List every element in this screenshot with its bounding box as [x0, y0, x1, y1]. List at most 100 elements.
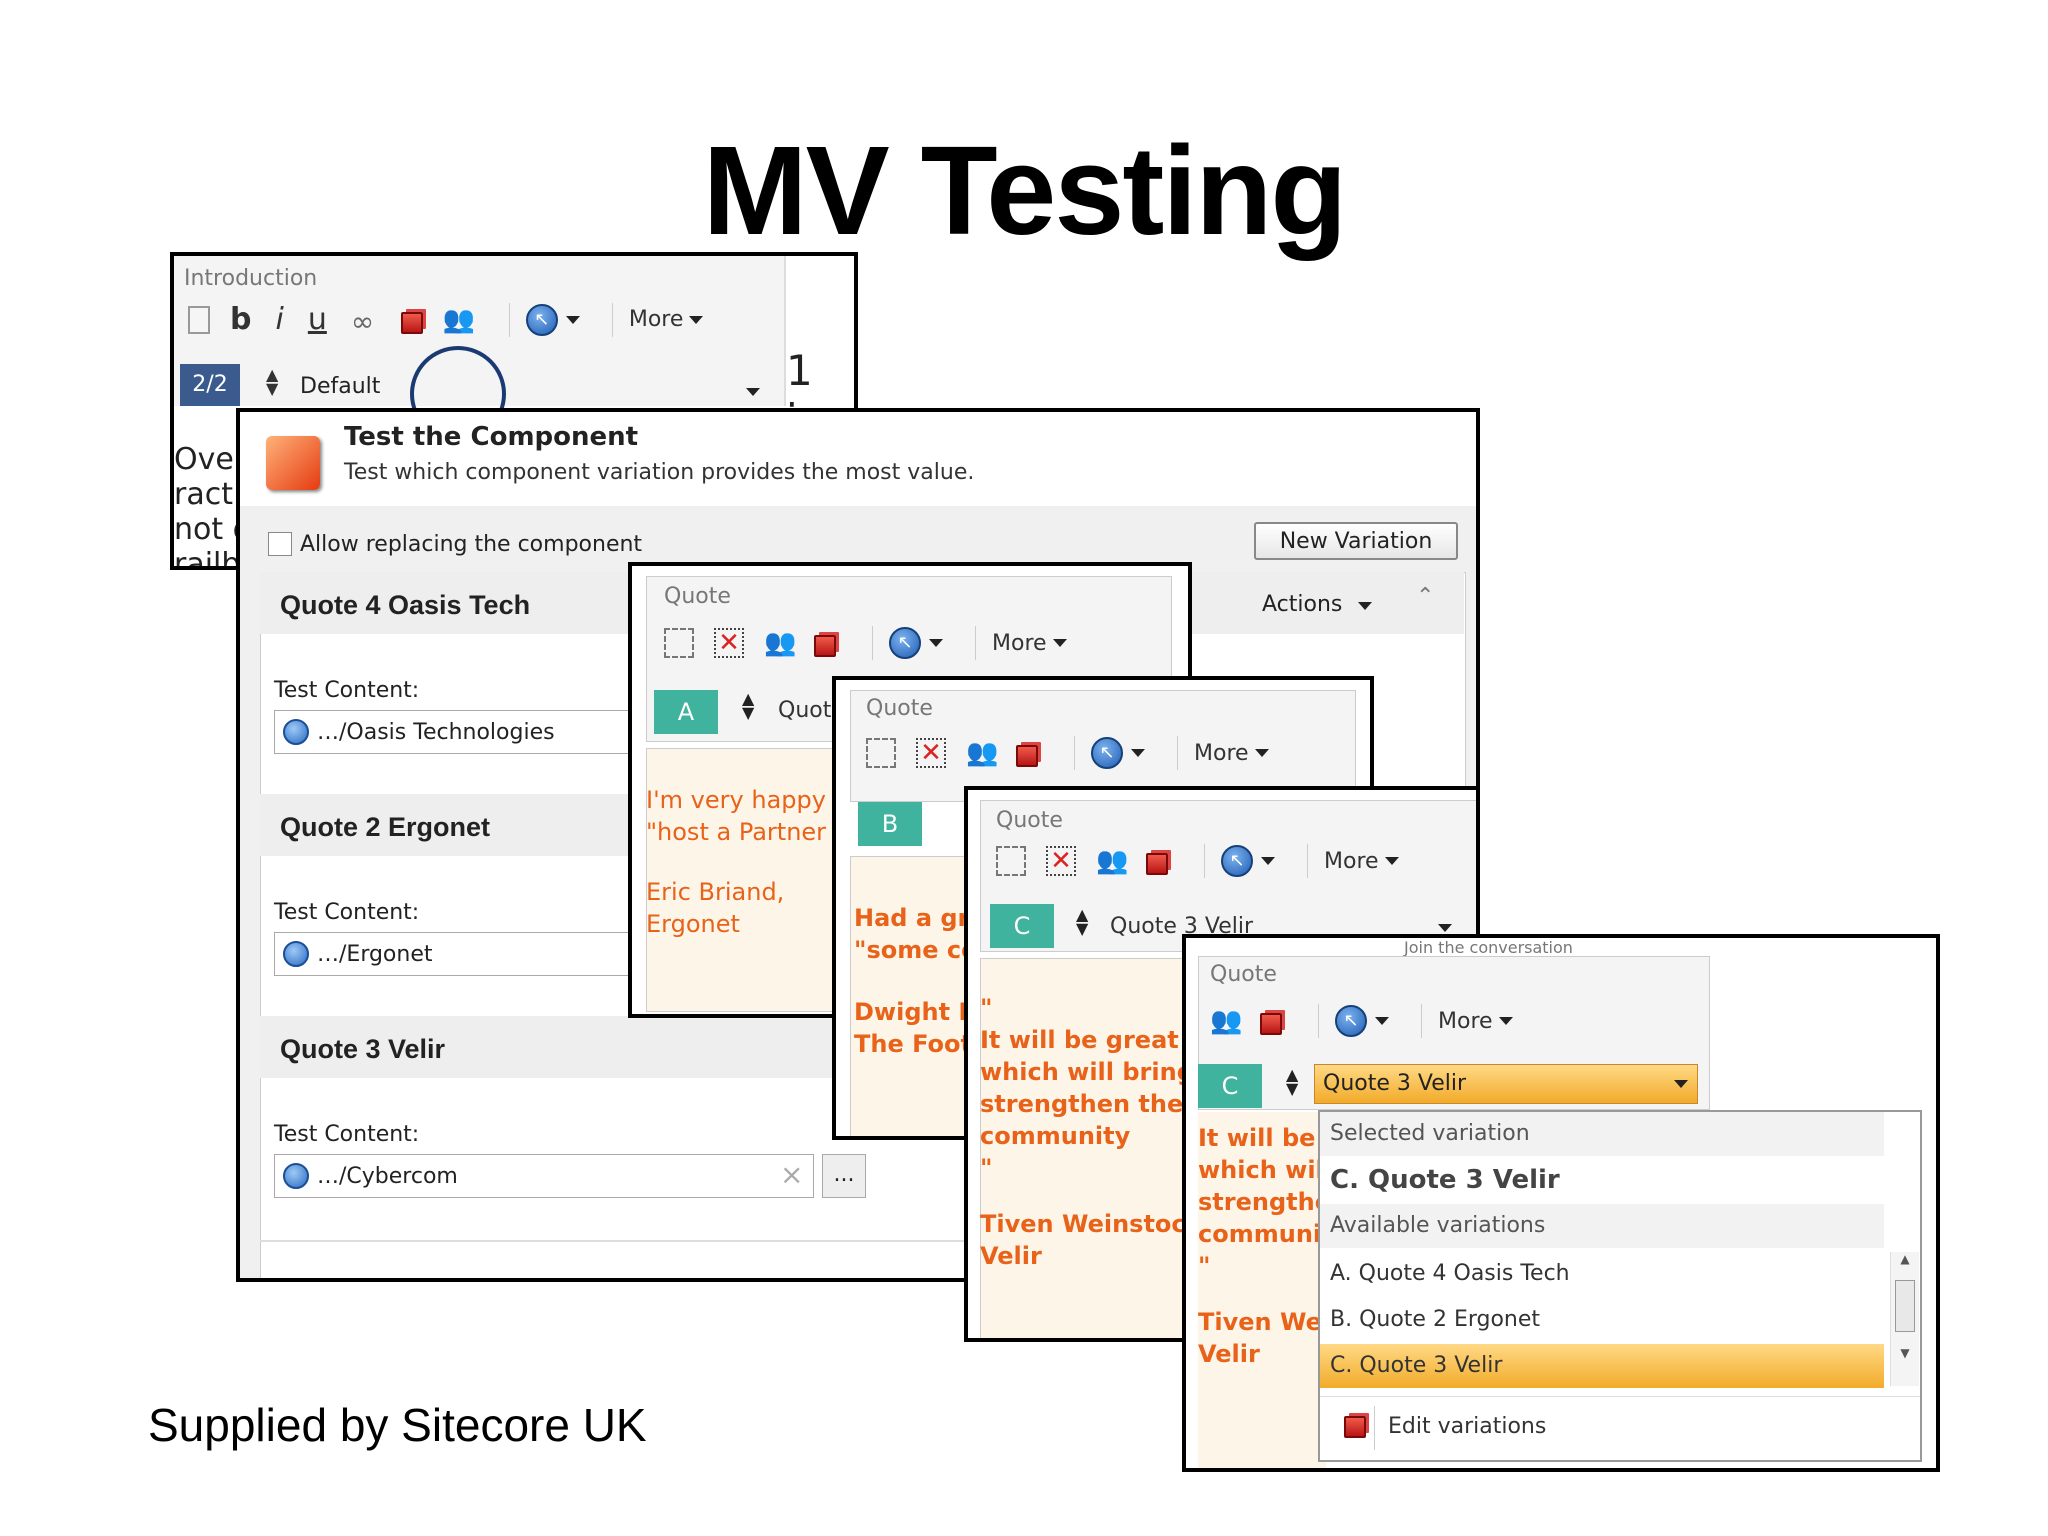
test-content-field[interactable]: …/Ergonet [274, 932, 694, 976]
chevron-down-icon[interactable] [1438, 924, 1452, 932]
test-content-label: Test Content: [274, 900, 420, 925]
chevron-down-icon[interactable] [1254, 749, 1269, 757]
component-icon[interactable] [1146, 853, 1168, 875]
actions-button[interactable]: Actions [1262, 592, 1343, 617]
personalize-icon[interactable]: 👥 [966, 738, 999, 768]
personalize-icon[interactable]: 👥 [1096, 846, 1129, 876]
component-icon[interactable] [814, 635, 836, 657]
test-content-field[interactable]: …/Oasis Technologies [274, 710, 694, 754]
test-component-icon [266, 436, 320, 490]
navigate-icon[interactable]: ↖ [1221, 845, 1253, 877]
spinner-icon[interactable]: ▲▼ [742, 689, 755, 722]
quote-line: communit [1198, 1220, 1333, 1248]
variation-badge: C [1198, 1064, 1262, 1108]
edit-variations-button[interactable]: Edit variations [1388, 1414, 1547, 1439]
variation-badge: C [990, 904, 1054, 948]
variation-option-selected[interactable]: C. Quote 3 Velir [1320, 1344, 1884, 1388]
more-button[interactable]: More [1324, 848, 1379, 874]
delete-icon[interactable]: ✕ [916, 738, 946, 768]
globe-icon [283, 719, 309, 745]
test-content-field[interactable]: …/Cybercom [274, 1154, 814, 1198]
chevron-down-icon[interactable] [1261, 857, 1275, 865]
variation-option[interactable]: B. Quote 2 Ergonet [1330, 1307, 1541, 1332]
navigate-icon[interactable]: ↖ [1335, 1005, 1367, 1037]
document-icon[interactable] [188, 305, 210, 334]
component-icon[interactable] [1016, 745, 1038, 767]
dropdown-scrollbar[interactable]: ▲ ▼ [1890, 1252, 1919, 1386]
quote-line: I'm very happy [646, 786, 826, 814]
chevron-down-icon[interactable] [1674, 1080, 1688, 1088]
chevron-down-icon[interactable] [1375, 1017, 1389, 1025]
dialog-title: Test the Component [344, 422, 639, 452]
spinner-icon[interactable]: ▲▼ [1076, 905, 1089, 938]
allow-replacing-label: Allow replacing the component [300, 532, 643, 557]
slide-title: MV Testing [702, 120, 1348, 261]
navigate-icon[interactable]: ↖ [889, 627, 921, 659]
more-button[interactable]: More [992, 630, 1047, 656]
new-variation-button[interactable]: New Variation [1254, 522, 1458, 560]
variation-badge: A [654, 690, 718, 734]
clear-icon[interactable]: × [780, 1158, 804, 1191]
spinner-icon[interactable]: ▲▼ [1286, 1065, 1299, 1098]
variation-title: Quote 3 Velir [280, 1034, 446, 1064]
underline-button[interactable]: u [307, 302, 327, 337]
panel-label: Quote [996, 808, 1063, 833]
variation-title: Quote 2 Ergonet [280, 812, 491, 842]
quote-line: "host a Partner [646, 818, 827, 846]
intro-snippet: ract [174, 477, 233, 512]
personalize-icon[interactable]: 👥 [764, 628, 797, 658]
quote-line: community [980, 1122, 1131, 1150]
selected-variation-value: C. Quote 3 Velir [1330, 1165, 1560, 1195]
more-button[interactable]: More [628, 307, 684, 332]
page-indicator[interactable]: 2/2 [180, 364, 240, 406]
style-select[interactable]: Default [300, 374, 381, 399]
quote-line: Had a gr [854, 904, 970, 932]
bold-button[interactable]: b [230, 302, 252, 337]
chevron-down-icon[interactable] [1498, 1017, 1513, 1025]
delete-icon[interactable]: ✕ [714, 628, 744, 658]
variation-select[interactable]: Quot [778, 698, 832, 723]
navigate-icon[interactable]: ↖ [1091, 737, 1123, 769]
spinner-icon[interactable]: ▲▼ [266, 365, 279, 398]
more-button[interactable]: More [1438, 1008, 1493, 1034]
edit-variations-icon [1344, 1416, 1366, 1438]
more-button[interactable]: More [1194, 740, 1249, 766]
panel-label: Quote [1210, 962, 1277, 987]
quote-line: "some co [854, 936, 978, 964]
navigate-icon[interactable]: ↖ [525, 303, 558, 336]
delete-icon[interactable]: ✕ [1046, 846, 1076, 876]
selected-variation-header: Selected variation [1320, 1112, 1884, 1156]
component-icon[interactable] [1260, 1013, 1282, 1035]
quote-company: Velir [1198, 1340, 1260, 1368]
chevron-down-icon[interactable] [1131, 749, 1145, 757]
variation-select[interactable]: Quote 3 Velir [1314, 1064, 1698, 1104]
personalize-icon[interactable]: 👥 [442, 304, 476, 335]
globe-icon [283, 1163, 309, 1189]
chevron-down-icon[interactable] [689, 315, 704, 324]
chevron-down-icon[interactable] [1052, 639, 1067, 647]
allow-replacing-checkbox[interactable] [268, 532, 292, 556]
chevron-down-icon[interactable] [1384, 857, 1399, 865]
variation-title: Quote 4 Oasis Tech [280, 590, 531, 620]
quote-author: Tiven Weinstock, [980, 1210, 1211, 1238]
browse-button[interactable]: ... [822, 1154, 866, 1198]
dialog-subtitle: Test which component variation provides … [344, 460, 975, 485]
intro-snippet: Over [174, 442, 247, 477]
variation-dropdown: Selected variation C. Quote 3 Velir Avai… [1318, 1110, 1922, 1462]
collapse-icon[interactable]: ⌃ [1416, 584, 1435, 609]
chevron-down-icon[interactable] [565, 315, 580, 324]
component-icon[interactable] [400, 311, 423, 334]
personalize-icon[interactable]: 👥 [1210, 1006, 1243, 1036]
link-icon[interactable]: ∞ [350, 304, 375, 338]
select-icon[interactable] [664, 628, 694, 658]
quote-line: which will [1198, 1156, 1333, 1184]
italic-button[interactable]: i [275, 302, 284, 337]
chevron-down-icon[interactable] [746, 388, 760, 396]
panel-label: Quote [664, 584, 731, 609]
intro-snippet: railb [174, 547, 241, 570]
select-icon[interactable] [866, 738, 896, 768]
chevron-down-icon[interactable] [929, 639, 943, 647]
variation-option[interactable]: A. Quote 4 Oasis Tech [1330, 1261, 1570, 1286]
select-icon[interactable] [996, 846, 1026, 876]
chevron-down-icon[interactable] [1358, 602, 1372, 610]
